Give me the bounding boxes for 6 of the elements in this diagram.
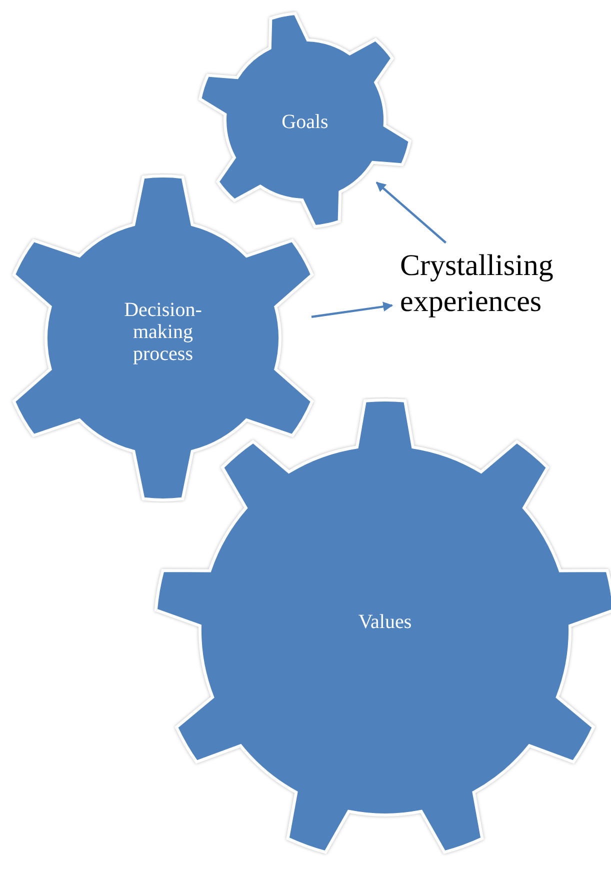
arrow	[376, 182, 447, 244]
gear-label: Decision-making process	[123, 299, 203, 365]
gear-label: Values	[357, 611, 413, 633]
gear-label: Goals	[280, 111, 330, 133]
annotation-text: Crystallising experiences	[400, 248, 600, 332]
arrow	[311, 302, 394, 318]
